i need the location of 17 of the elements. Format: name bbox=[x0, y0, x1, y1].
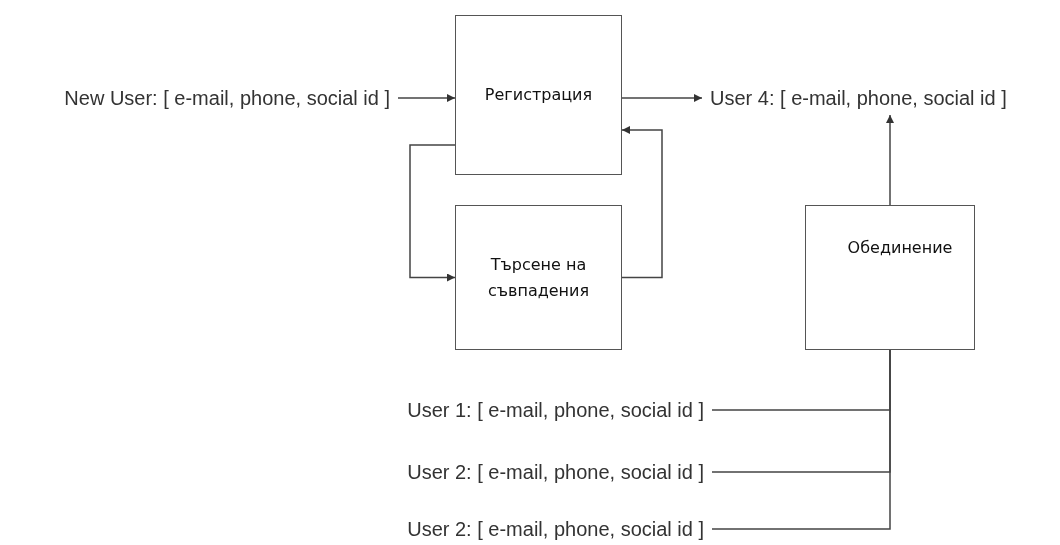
process-box bbox=[805, 205, 975, 350]
arrow bbox=[409, 144, 456, 282]
process-box bbox=[455, 15, 622, 175]
process-box bbox=[455, 205, 622, 350]
record-label: User 1: [ e-mail, phone, social id ] bbox=[399, 397, 712, 423]
box-label: Търсене на съвпадения bbox=[486, 253, 591, 302]
record-label: User 4: [ e-mail, phone, social id ] bbox=[702, 85, 1015, 111]
arrow bbox=[397, 94, 456, 102]
box-label: Обединение bbox=[847, 236, 953, 259]
arrow bbox=[621, 94, 703, 102]
record-label: User 2: [ e-mail, phone, social id ] bbox=[399, 459, 712, 485]
record-label: New User: [ e-mail, phone, social id ] bbox=[56, 85, 398, 111]
arrow bbox=[886, 114, 894, 206]
box-label: Регистрация bbox=[484, 84, 593, 107]
record-label: User 2: [ e-mail, phone, social id ] bbox=[399, 516, 712, 542]
arrow bbox=[621, 126, 663, 279]
connector-line bbox=[711, 349, 891, 530]
